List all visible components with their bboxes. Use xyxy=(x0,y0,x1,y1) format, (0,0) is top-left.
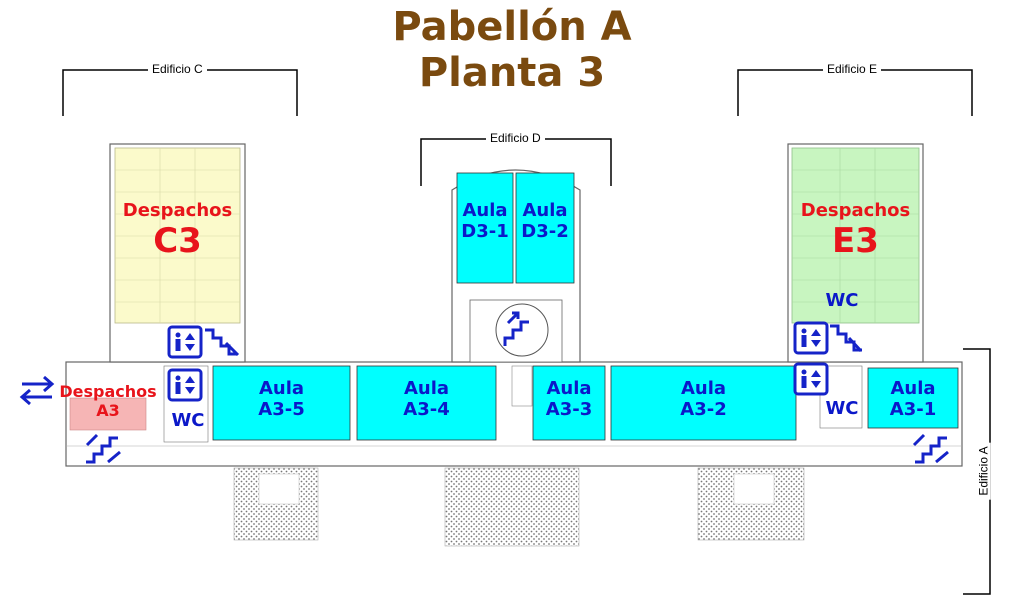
office-a3-label: Despachos A3 xyxy=(59,382,157,420)
office-c3-area xyxy=(114,147,241,324)
label-edificio-d: Edificio D xyxy=(486,131,545,145)
stairs-icon xyxy=(85,433,121,464)
stairs-icon xyxy=(205,328,240,357)
stairs-icon xyxy=(503,311,529,346)
elevator-icon xyxy=(793,362,829,396)
bracket-edificio-e xyxy=(737,69,973,116)
stairs-icon xyxy=(830,324,863,353)
room-d3-2-area xyxy=(515,172,575,284)
room-a3-5-area xyxy=(212,365,351,441)
office-e3-label: Despachos E3 xyxy=(800,200,911,261)
wc-label: WC xyxy=(825,290,859,311)
room-a3-3-area xyxy=(532,365,606,441)
bracket-edificio-c xyxy=(62,69,298,116)
map-title: Pabellón A Planta 3 xyxy=(312,4,712,96)
title-line-1: Pabellón A xyxy=(392,4,632,50)
office-c3-label: Despachos C3 xyxy=(122,200,233,261)
elevator-icon xyxy=(167,368,203,402)
stairs-icon xyxy=(912,433,949,464)
wc-label: WC xyxy=(825,398,859,419)
room-a3-2-area xyxy=(610,365,797,441)
hatched-block-center xyxy=(444,467,580,547)
elevator-icon xyxy=(167,325,203,359)
label-edificio-c: Edificio C xyxy=(148,62,207,76)
room-a3-1-area xyxy=(867,367,959,429)
label-edificio-e: Edificio E xyxy=(823,62,882,76)
office-e3-area xyxy=(791,147,920,324)
room-d3-1-area xyxy=(456,172,514,284)
room-a3-4-area xyxy=(356,365,497,441)
exchange-arrows-icon xyxy=(19,375,55,406)
label-edificio-a: Edificio A xyxy=(976,442,991,500)
wc-label: WC xyxy=(171,410,205,431)
office-a3-area xyxy=(69,397,147,431)
title-line-2: Planta 3 xyxy=(418,50,606,96)
elevator-icon xyxy=(793,321,829,355)
